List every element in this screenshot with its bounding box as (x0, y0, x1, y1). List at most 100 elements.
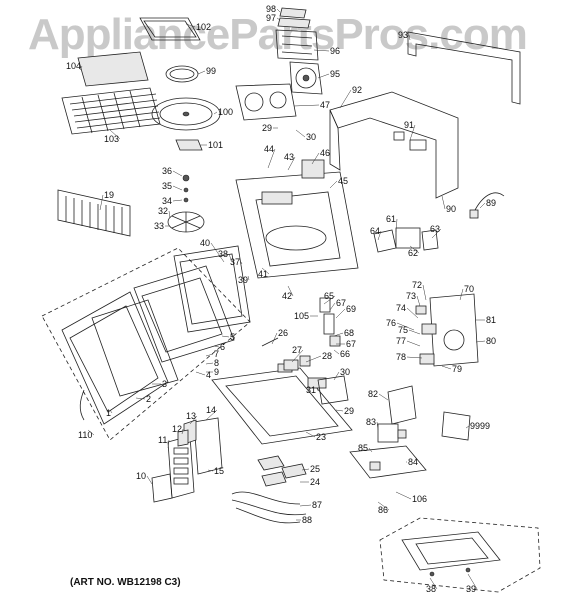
watermark: AppliancePartsPros.com (28, 10, 528, 59)
part-19-vent-grille (57, 189, 131, 237)
callout-leader-36 (172, 170, 183, 177)
callout-leader-32 (168, 210, 171, 219)
callout-label-6: 6 (220, 342, 225, 352)
callout-label-41: 41 (258, 269, 268, 279)
callout-leader-103 (109, 129, 121, 140)
callout-label-89: 89 (486, 198, 496, 208)
callout-leader-74 (406, 307, 419, 319)
callout-label-80: 80 (486, 336, 496, 346)
callout-leader-1 (109, 409, 113, 414)
callout-label-37: 37 (230, 257, 240, 267)
callout-label-19: 19 (104, 190, 114, 200)
part-65-69-switches (319, 297, 341, 347)
callout-label-38b: 38 (426, 584, 436, 594)
callout-leader-35 (172, 185, 183, 191)
callout-leader-25 (301, 468, 310, 471)
callout-leader-7 (205, 353, 214, 357)
callout-label-42: 42 (282, 291, 292, 301)
callout-label-31: 31 (306, 385, 316, 395)
callout-label-84: 84 (408, 457, 418, 467)
callout-label-35: 35 (162, 181, 172, 191)
callout-label-3: 3 (162, 379, 167, 389)
callout-label-38a: 38 (218, 249, 228, 259)
callout-label-97: 97 (266, 13, 276, 23)
callout-label-2: 2 (146, 394, 151, 404)
callout-leader-76 (396, 322, 415, 331)
callout-label-32: 32 (158, 206, 168, 216)
part-32-stirrer (167, 174, 205, 233)
callout-leader-11 (167, 439, 170, 449)
callout-label-11: 11 (158, 435, 167, 445)
part-61-transformer (373, 227, 439, 253)
callout-leader-2 (135, 397, 146, 400)
callout-label-103: 103 (104, 134, 119, 144)
part-83-capacitor (377, 423, 407, 443)
callout-leader-37 (240, 261, 243, 265)
callout-leader-26 (271, 332, 278, 345)
callout-leader-12 (181, 428, 184, 435)
callout-label-99: 99 (206, 66, 216, 76)
callout-leader-27 (291, 349, 304, 363)
callout-label-69: 69 (346, 304, 356, 314)
callout-leader-100 (213, 111, 218, 115)
callout-leader-82 (378, 393, 389, 401)
callout-label-44: 44 (264, 144, 274, 154)
callout-label-92: 92 (352, 85, 362, 95)
part-47-blower (235, 83, 297, 121)
callout-label-82: 82 (368, 389, 378, 399)
callout-leader-61 (395, 218, 398, 233)
callout-label-95: 95 (330, 69, 340, 79)
callout-label-93: 93 (398, 30, 408, 40)
callout-label-67b: 67 (346, 339, 356, 349)
callout-leader-46 (311, 152, 320, 165)
callout-leader-91 (409, 124, 416, 141)
callout-label-98: 98 (266, 4, 276, 14)
callout-label-25: 25 (310, 464, 320, 474)
callout-leader-95 (317, 73, 330, 79)
callout-label-77: 77 (396, 336, 406, 346)
bottom-view-detail (379, 517, 541, 593)
callout-leader-45 (329, 180, 338, 189)
callout-label-30b: 30 (340, 367, 350, 377)
callout-leader-38a (228, 253, 233, 263)
callout-leader-29b (335, 409, 344, 412)
callout-leader-62 (409, 245, 420, 254)
art-number: (ART NO. WB12198 C3) (70, 577, 181, 588)
callout-label-65: 65 (324, 291, 334, 301)
callout-label-76: 76 (386, 318, 396, 328)
callout-leader-69 (335, 308, 346, 319)
callout-leader-23 (305, 431, 316, 438)
callout-label-66: 66 (340, 349, 350, 359)
part-95-fan (289, 61, 323, 95)
callout-leader-6 (213, 345, 220, 348)
part-23-base-plate (211, 363, 353, 445)
callout-label-64: 64 (370, 226, 380, 236)
callout-label-86: 86 (378, 505, 388, 515)
callout-leader-13 (189, 415, 198, 425)
callout-leader-87 (299, 504, 312, 507)
callout-leader-77 (406, 340, 421, 347)
callout-leader-8 (205, 362, 214, 365)
callout-label-96: 96 (330, 46, 340, 56)
callout-leader-72 (422, 284, 427, 301)
callout-label-23: 23 (316, 432, 326, 442)
callout-label-13: 13 (186, 411, 196, 421)
callout-label-90: 90 (446, 204, 456, 214)
callout-leader-110 (87, 429, 95, 436)
callout-leader-43 (287, 156, 296, 171)
callout-label-30a: 30 (306, 132, 316, 142)
callout-leader-63 (431, 228, 442, 239)
callout-label-106: 106 (412, 494, 427, 504)
callout-label-104: 104 (66, 61, 81, 71)
callout-label-68: 68 (344, 328, 354, 338)
callout-leader-39b (467, 573, 478, 590)
callout-label-4: 4 (206, 370, 211, 380)
callout-leader-90 (441, 195, 446, 210)
callout-label-70: 70 (464, 284, 474, 294)
callout-label-12: 12 (172, 424, 182, 434)
cavity-front-frame (235, 159, 359, 279)
callout-leader-92 (339, 89, 352, 109)
callout-leader-99 (197, 70, 206, 75)
